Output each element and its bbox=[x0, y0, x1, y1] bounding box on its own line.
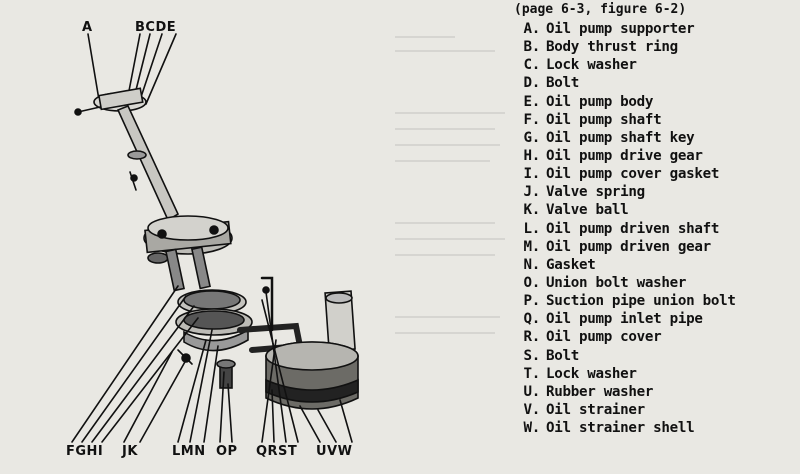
part-letter: E. bbox=[523, 93, 541, 110]
leader-line-o bbox=[219, 371, 225, 443]
part-name: Oil pump cover bbox=[546, 329, 662, 346]
part-letter: D. bbox=[523, 75, 541, 92]
callout-jk: JK bbox=[122, 444, 138, 459]
part-letter: W. bbox=[523, 420, 541, 437]
bleed-through-text bbox=[395, 28, 505, 348]
parts-list-item: L. Oil pump driven shaft bbox=[508, 220, 798, 238]
parts-list-item: F. Oil pump shaft bbox=[508, 111, 798, 129]
part-letter: Q. bbox=[523, 311, 541, 328]
leader-line-c bbox=[133, 33, 151, 99]
parts-legend: (page 6-3, figure 6-2) A. Oil pump suppor… bbox=[508, 0, 798, 437]
part-name: Oil pump shaft bbox=[546, 111, 662, 128]
part-letter: M. bbox=[523, 238, 541, 255]
part-letter: N. bbox=[523, 256, 541, 273]
parts-list-item: H. Oil pump drive gear bbox=[508, 147, 798, 165]
parts-list-item: K. Valve ball bbox=[508, 201, 798, 219]
part-name: Oil pump body bbox=[546, 93, 654, 110]
parts-list-item: D. Bolt bbox=[508, 74, 798, 92]
part-letter: B. bbox=[523, 39, 541, 56]
callout-a: A bbox=[82, 20, 93, 35]
part-name: Lock washer bbox=[546, 57, 637, 74]
leader-line-l bbox=[177, 339, 207, 443]
part-letter: J. bbox=[523, 184, 541, 201]
callout-bcde: BCDE bbox=[135, 20, 177, 35]
parts-list-item: M. Oil pump driven gear bbox=[508, 238, 798, 256]
parts-list-item: B. Body thrust ring bbox=[508, 38, 798, 56]
callout-uvw: UVW bbox=[316, 444, 353, 459]
parts-list-item: E. Oil pump body bbox=[508, 93, 798, 111]
parts-list-item: Q. Oil pump inlet pipe bbox=[508, 310, 798, 328]
part-letter: O. bbox=[523, 274, 541, 291]
part-letter: K. bbox=[523, 202, 541, 219]
parts-list-item: V. Oil strainer bbox=[508, 401, 798, 419]
parts-list-item: W. Oil strainer shell bbox=[508, 419, 798, 437]
oil-pump-shaft bbox=[116, 104, 180, 222]
part-letter: G. bbox=[523, 129, 541, 146]
leader-line-e bbox=[145, 33, 177, 105]
part-name: Oil pump cover gasket bbox=[546, 166, 720, 183]
part-name: Oil pump inlet pipe bbox=[546, 311, 703, 328]
part-letter: T. bbox=[523, 365, 541, 382]
parts-list-item: T. Lock washer bbox=[508, 365, 798, 383]
leader-line-f bbox=[71, 285, 179, 443]
part-name: Lock washer bbox=[546, 365, 637, 382]
part-letter: H. bbox=[523, 147, 541, 164]
parts-list-item: O. Union bolt washer bbox=[508, 274, 798, 292]
part-letter: F. bbox=[523, 111, 541, 128]
part-name: Oil pump drive gear bbox=[546, 147, 703, 164]
part-name: Suction pipe union bolt bbox=[546, 293, 736, 310]
oil-pump-exploded-diagram bbox=[71, 33, 359, 443]
part-name: Oil strainer bbox=[546, 401, 645, 418]
parts-list-item: U. Rubber washer bbox=[508, 383, 798, 401]
leader-line-d bbox=[139, 33, 163, 101]
part-letter: S. bbox=[523, 347, 541, 364]
parts-list-item: N. Gasket bbox=[508, 256, 798, 274]
part-name: Body thrust ring bbox=[546, 39, 678, 56]
leader-line-a bbox=[87, 33, 101, 107]
part-name: Bolt bbox=[546, 347, 579, 364]
callout-op: OP bbox=[216, 444, 238, 459]
part-name: Oil strainer shell bbox=[546, 420, 695, 437]
parts-list-item: A. Oil pump supporter bbox=[508, 20, 798, 38]
part-letter: V. bbox=[523, 401, 541, 418]
leader-line-u bbox=[299, 405, 321, 443]
part-letter: I. bbox=[523, 166, 541, 183]
parts-list-item: P. Suction pipe union bolt bbox=[508, 292, 798, 310]
parts-list-item: J. Valve spring bbox=[508, 183, 798, 201]
suction-pipe-union-bolt bbox=[219, 365, 233, 389]
parts-list-item: C. Lock washer bbox=[508, 56, 798, 74]
parts-list-item: R. Oil pump cover bbox=[508, 328, 798, 346]
part-name: Oil pump driven shaft bbox=[546, 220, 720, 237]
part-letter: R. bbox=[523, 329, 541, 346]
part-name: Union bolt washer bbox=[546, 274, 687, 291]
part-name: Rubber washer bbox=[546, 383, 654, 400]
parts-list-item: S. Bolt bbox=[508, 347, 798, 365]
callout-fghi: FGHI bbox=[66, 444, 104, 459]
part-name: Oil pump supporter bbox=[546, 21, 695, 37]
parts-list-item: I. Oil pump cover gasket bbox=[508, 165, 798, 183]
part-letter: U. bbox=[523, 383, 541, 400]
parts-list-item: G. Oil pump shaft key bbox=[508, 129, 798, 147]
leader-line-q bbox=[261, 339, 277, 443]
part-name: Bolt bbox=[546, 75, 579, 92]
part-name: Oil pump driven gear bbox=[546, 238, 711, 255]
part-letter: P. bbox=[523, 293, 541, 310]
part-letter: C. bbox=[523, 57, 541, 74]
part-name: Gasket bbox=[546, 256, 596, 273]
callout-lmn: LMN bbox=[172, 444, 206, 459]
part-name: Oil pump shaft key bbox=[546, 129, 695, 146]
figure-caption: (page 6-3, figure 6-2) bbox=[514, 2, 687, 17]
part-letter: A. bbox=[523, 21, 541, 37]
callout-qrst: QRST bbox=[256, 444, 298, 459]
part-name: Valve spring bbox=[546, 184, 645, 201]
part-letter: L. bbox=[523, 220, 541, 237]
leader-line-b bbox=[127, 33, 141, 97]
leader-line-j bbox=[123, 351, 173, 443]
part-name: Valve ball bbox=[546, 202, 629, 219]
